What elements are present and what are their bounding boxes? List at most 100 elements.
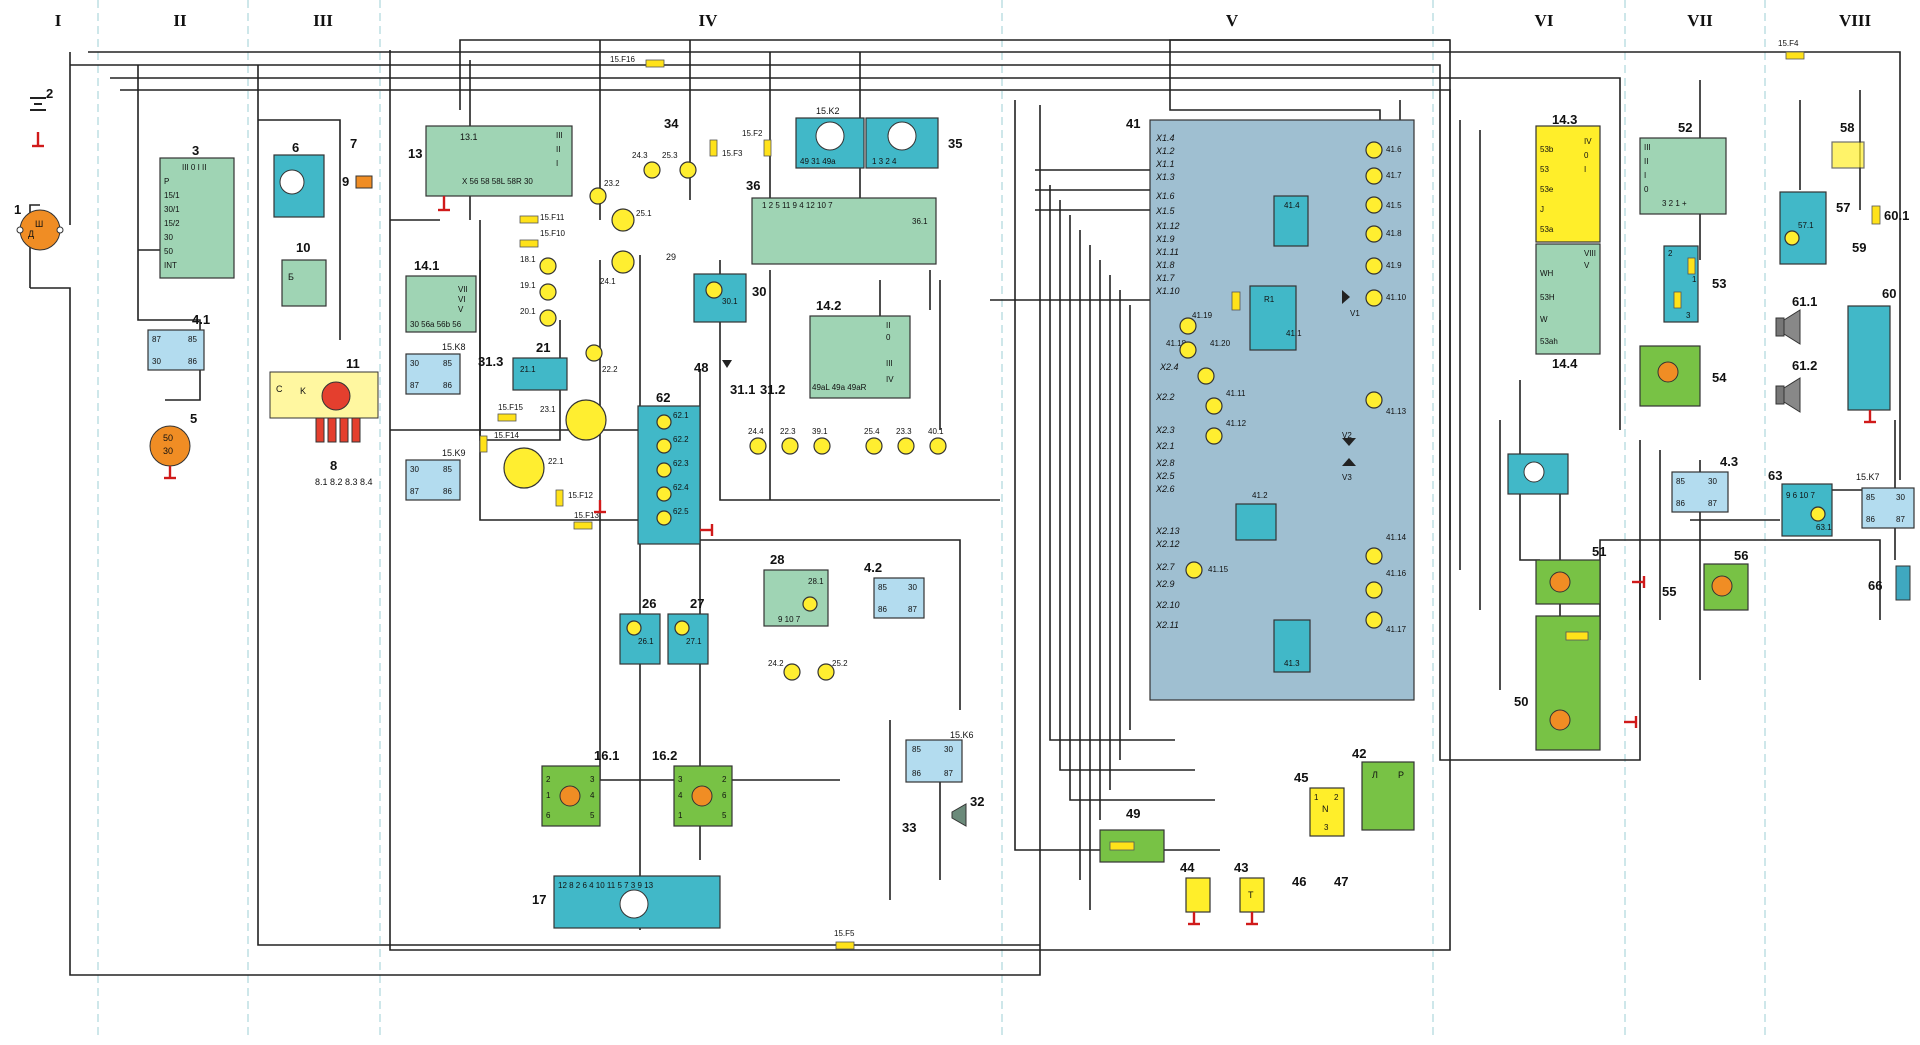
svg-text:41.12: 41.12 [1226,419,1247,428]
svg-text:0: 0 [1644,185,1649,194]
svg-text:1: 1 [1314,793,1319,802]
svg-text:X2.3: X2.3 [1155,425,1175,435]
svg-text:18.1: 18.1 [520,255,536,264]
svg-text:62.2: 62.2 [673,435,689,444]
component-number: 13 [408,146,422,161]
svg-text:X1.1: X1.1 [1155,159,1175,169]
svg-text:15.F4: 15.F4 [1778,39,1799,48]
cluster-36: 36 1 2 5 11 9 4 12 10 7 36.1 [746,178,937,265]
svg-text:22.2: 22.2 [602,365,618,374]
component-number: 59 [1852,240,1866,255]
svg-text:15.K6: 15.K6 [950,730,974,740]
svg-text:15.F14: 15.F14 [494,431,519,440]
svg-text:2: 2 [1334,793,1339,802]
motor-51: 51 [1535,544,1606,605]
component-number: 3 [192,143,199,158]
component-number: 43 [1234,860,1248,875]
svg-text:15/2: 15/2 [164,219,180,228]
svg-text:41.18: 41.18 [1166,339,1187,348]
svg-text:X2.9: X2.9 [1155,579,1175,589]
svg-text:29: 29 [666,252,676,262]
panel-41-parts: 41.4 41.1 41.2 41.3 R1 V1 V2 V3 [1231,195,1360,673]
component-number: 14.3 [1552,112,1577,127]
svg-text:R1: R1 [1264,295,1275,304]
svg-text:T: T [1248,890,1254,900]
svg-text:41.13: 41.13 [1386,407,1407,416]
svg-text:1: 1 [678,811,683,820]
svg-text:87: 87 [944,769,953,778]
svg-text:3: 3 [590,775,595,784]
svg-text:N: N [1322,804,1329,814]
svg-text:49 31 49a: 49 31 49a [800,157,836,166]
component-number: 14.4 [1552,356,1578,371]
svg-text:41.6: 41.6 [1386,145,1402,154]
fuse-60-1: 60.1 [1871,205,1909,225]
component-number: 47 [1334,874,1348,889]
switch-31-3: 31.3 [478,354,503,369]
component-number: 8 [330,458,337,473]
svg-text:31.1: 31.1 [730,382,755,397]
svg-text:C: C [276,384,283,394]
svg-text:J: J [1540,205,1544,214]
block-28: 28 28.1 9 10 7 24.2 25.2 [763,552,848,681]
svg-text:9 6 10 7: 9 6 10 7 [1786,491,1815,500]
svg-text:24.1: 24.1 [600,277,616,286]
svg-text:85: 85 [878,583,887,592]
header-label: III 0 I II [182,163,206,172]
svg-text:50: 50 [163,433,173,443]
svg-text:53a: 53a [1540,225,1554,234]
svg-text:X1.7: X1.7 [1155,273,1176,283]
svg-text:40.1: 40.1 [928,427,944,436]
diode-48: 48 31.1 31.2 [694,360,785,397]
svg-text:24.3: 24.3 [632,151,648,160]
svg-text:49aL 49a 49aR: 49aL 49a 49aR [812,383,867,392]
component-number: 16.1 [594,748,619,763]
svg-text:41.7: 41.7 [1386,171,1402,180]
component-number: 14.1 [414,258,439,273]
component-number: 63 [1768,468,1782,483]
svg-text:VIII: VIII [1584,249,1596,258]
sub-labels: 8.1 8.2 8.3 8.4 [315,477,373,487]
svg-text:30: 30 [944,745,953,754]
svg-text:P: P [164,177,169,186]
svg-text:X2.7: X2.7 [1155,562,1176,572]
svg-text:86: 86 [443,381,452,390]
component-number: 51 [1592,544,1606,559]
generator-1: 1 Ш Д [14,202,64,251]
switch-13: 13 13.1 X 56 58 58L 58R 30 III II I [408,125,573,197]
svg-text:53b: 53b [1540,145,1554,154]
svg-text:41.10: 41.10 [1386,293,1407,302]
heater-66: 66 [1868,565,1911,601]
svg-text:41.5: 41.5 [1386,201,1402,210]
svg-text:86: 86 [188,357,197,366]
gauge-15-k2: 15.K2 49 31 49a [795,106,865,169]
svg-text:X2.8: X2.8 [1155,458,1175,468]
svg-text:15.F15: 15.F15 [498,403,523,412]
component-number: 42 [1352,746,1366,761]
svg-text:III: III [1644,143,1651,152]
lamps-row: 24.4 22.3 39.1 25.4 23.3 40.1 [748,427,947,455]
svg-text:X1.11: X1.11 [1155,247,1179,257]
block-49: 49 [1099,806,1165,863]
component-number: 5 [190,411,197,426]
svg-text:62.4: 62.4 [673,483,689,492]
switch-14-1: 14.1 30 56a 56b 56 VII VI V [405,258,477,333]
panel-41-lamps: 41.6 41.7 41.5 41.8 41.9 41.10 41.18 41.… [1166,141,1407,634]
svg-text:K: K [300,386,306,396]
svg-text:30/1: 30/1 [164,205,180,214]
svg-text:IV: IV [886,375,894,384]
svg-text:I: I [556,159,558,168]
svg-text:3: 3 [1686,311,1691,320]
svg-text:86: 86 [443,487,452,496]
section-label: I [55,11,62,30]
svg-text:15.F2: 15.F2 [742,129,763,138]
svg-text:87: 87 [1708,499,1717,508]
svg-text:X1.12: X1.12 [1155,221,1180,231]
section-label: IV [699,11,719,30]
svg-text:INT: INT [164,261,177,270]
svg-text:III: III [886,359,893,368]
svg-text:87: 87 [152,335,161,344]
